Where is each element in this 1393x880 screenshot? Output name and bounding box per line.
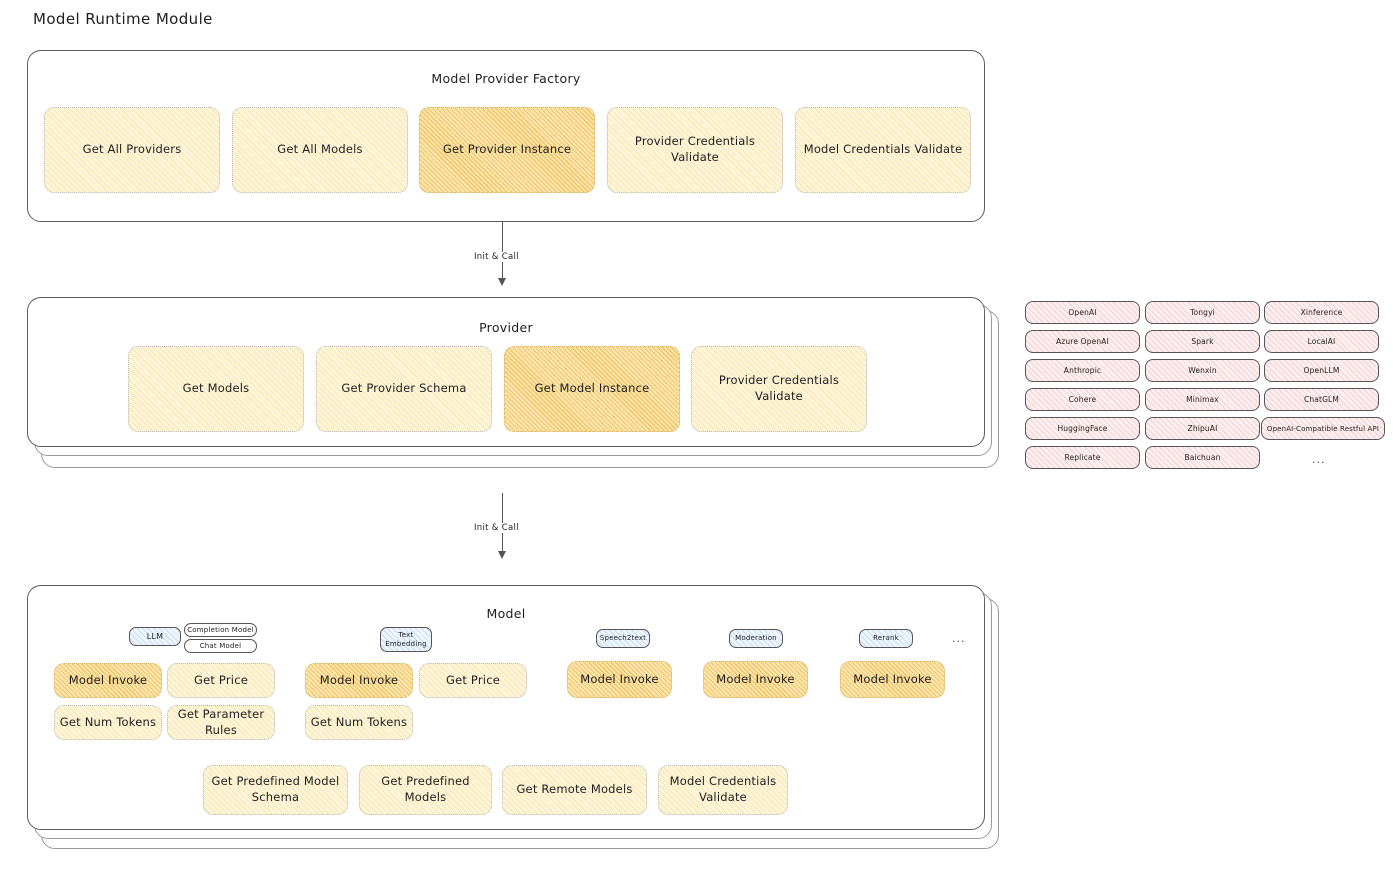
- model-box-llm-get-price[interactable]: Get Price: [167, 663, 275, 698]
- provider-pill-wenxin[interactable]: Wenxin: [1145, 359, 1260, 382]
- provider-pill-openai[interactable]: OpenAI: [1025, 301, 1140, 324]
- model-box-llm-get-parameter-rules[interactable]: Get Parameter Rules: [167, 705, 275, 740]
- provider-pill-tongyi[interactable]: Tongyi: [1145, 301, 1260, 324]
- model-box-rerank-model-invoke[interactable]: Model Invoke: [840, 661, 945, 698]
- model-type-pill-llm[interactable]: LLM: [129, 627, 181, 646]
- provider-title: Provider: [479, 320, 533, 335]
- factory-box-model-credentials-validate[interactable]: Model Credentials Validate: [795, 107, 971, 193]
- model-title: Model: [486, 606, 526, 621]
- model-box-llm-get-num-tokens[interactable]: Get Num Tokens: [54, 705, 162, 740]
- provider-box-get-models[interactable]: Get Models: [128, 346, 304, 432]
- provider-pill-azure-openai[interactable]: Azure OpenAI: [1025, 330, 1140, 353]
- provider-pill-zhipuai[interactable]: ZhipuAI: [1145, 417, 1260, 440]
- provider-pill-baichuan[interactable]: Baichuan: [1145, 446, 1260, 469]
- model-provider-factory-title: Model Provider Factory: [431, 71, 581, 86]
- model-type-pill-text-embedding[interactable]: Text Embedding: [380, 627, 432, 652]
- model-box-get-remote-models[interactable]: Get Remote Models: [502, 765, 647, 815]
- factory-box-get-all-providers[interactable]: Get All Providers: [44, 107, 220, 193]
- provider-box-provider-credentials-validate[interactable]: Provider Credentials Validate: [691, 346, 867, 432]
- factory-box-get-provider-instance[interactable]: Get Provider Instance: [419, 107, 595, 193]
- provider-pill-openllm[interactable]: OpenLLM: [1264, 359, 1379, 382]
- arrow-factory-to-provider-label: Init & Call: [471, 252, 522, 262]
- model-box-moderation-model-invoke[interactable]: Model Invoke: [703, 661, 808, 698]
- arrow-provider-to-model-label: Init & Call: [471, 523, 522, 533]
- model-box-model-credentials-validate[interactable]: Model Credentials Validate: [658, 765, 788, 815]
- provider-pill-cohere[interactable]: Cohere: [1025, 388, 1140, 411]
- model-type-pill-moderation[interactable]: Moderation: [729, 629, 783, 648]
- arrow-provider-to-model-head: [498, 551, 506, 559]
- model-box-text-embedding-get-num-tokens[interactable]: Get Num Tokens: [305, 705, 413, 740]
- provider-pill-localai[interactable]: LocalAI: [1264, 330, 1379, 353]
- model-box-llm-model-invoke[interactable]: Model Invoke: [54, 663, 162, 698]
- provider-pill-spark[interactable]: Spark: [1145, 330, 1260, 353]
- provider-box-get-model-instance[interactable]: Get Model Instance: [504, 346, 680, 432]
- arrow-factory-to-provider-head: [498, 278, 506, 286]
- provider-pill-minimax[interactable]: Minimax: [1145, 388, 1260, 411]
- factory-box-provider-credentials-validate[interactable]: Provider Credentials Validate: [607, 107, 783, 193]
- model-type-pill-rerank[interactable]: Rerank: [859, 629, 913, 648]
- model-box-text-embedding-model-invoke[interactable]: Model Invoke: [305, 663, 413, 698]
- model-box-text-embedding-get-price[interactable]: Get Price: [419, 663, 527, 698]
- provider-pill-xinference[interactable]: Xinference: [1264, 301, 1379, 324]
- model-box-speech2text-model-invoke[interactable]: Model Invoke: [567, 661, 672, 698]
- model-subtype-pill-chat-model[interactable]: Chat Model: [184, 639, 257, 653]
- page-title: Model Runtime Module: [33, 10, 213, 28]
- provider-list-more-ellipsis: ...: [1312, 453, 1326, 466]
- factory-box-get-all-models[interactable]: Get All Models: [232, 107, 408, 193]
- model-types-more-ellipsis: ...: [952, 632, 966, 645]
- provider-pill-openai-compatible-restful-api[interactable]: OpenAI-Compatible Restful API: [1261, 417, 1385, 440]
- provider-pill-huggingface[interactable]: HuggingFace: [1025, 417, 1140, 440]
- provider-box-get-provider-schema[interactable]: Get Provider Schema: [316, 346, 492, 432]
- model-subtype-pill-completion-model[interactable]: Completion Model: [184, 623, 257, 637]
- model-box-get-predefined-model-schema[interactable]: Get Predefined Model Schema: [203, 765, 348, 815]
- provider-pill-chatglm[interactable]: ChatGLM: [1264, 388, 1379, 411]
- provider-pill-replicate[interactable]: Replicate: [1025, 446, 1140, 469]
- model-type-pill-speech2text[interactable]: Speech2text: [596, 629, 650, 648]
- model-box-get-predefined-models[interactable]: Get Predefined Models: [359, 765, 492, 815]
- provider-pill-anthropic[interactable]: Anthropic: [1025, 359, 1140, 382]
